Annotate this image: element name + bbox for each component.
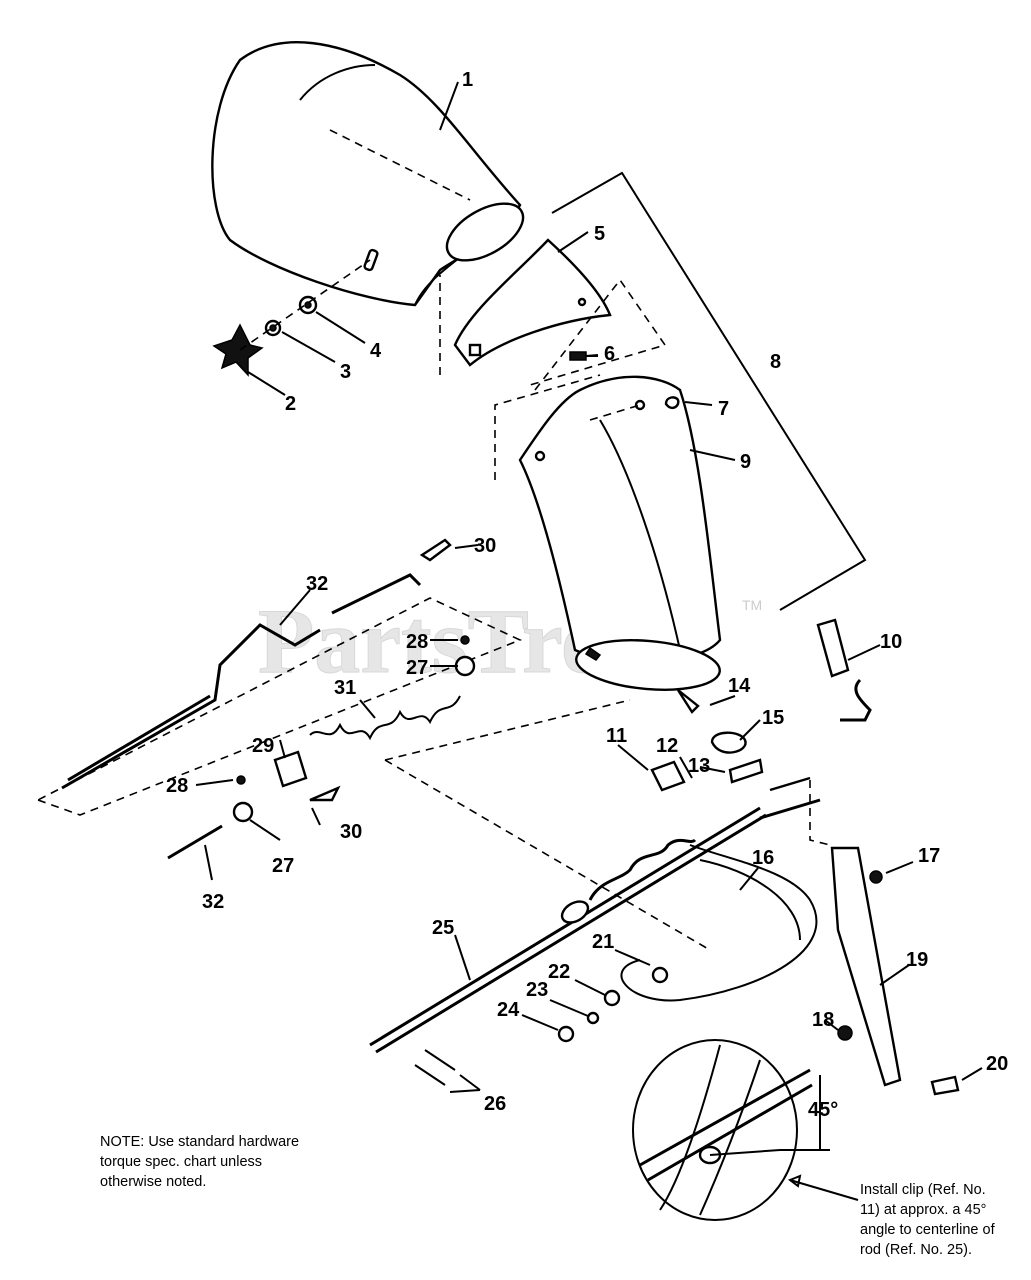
callout-14: 14 [728,675,751,697]
callout-15: 15 [762,707,784,729]
callout-13: 13 [688,755,710,777]
callout-27b: 27 [272,855,294,877]
callout-27a: 27 [406,657,428,679]
callout-7: 7 [718,398,729,420]
callout-24: 24 [497,999,520,1021]
callout-32b: 32 [202,891,224,913]
callout-2: 2 [285,393,296,415]
callout-25: 25 [432,917,454,939]
callout-23: 23 [526,979,548,1001]
callout-32a: 32 [306,573,328,595]
callout-30a: 30 [474,535,496,557]
callout-5: 5 [594,223,605,245]
callout-11: 11 [606,725,627,747]
shaft-assembly [369,618,960,1096]
detail-view: 45° [632,1039,859,1221]
callout-4: 4 [370,340,382,362]
callout-21: 21 [592,931,614,953]
lower-chute [518,375,722,691]
callout-8: 8 [770,351,781,373]
watermark-trademark: TM [742,597,762,613]
upper-chute [211,41,525,307]
callout-17: 17 [918,845,940,867]
callout-31: 31 [334,677,356,699]
callout-3: 3 [340,361,351,383]
callout-30b: 30 [340,821,362,843]
callout-26: 26 [484,1093,506,1115]
callout-22: 22 [548,961,570,983]
hardware-note: NOTE: Use standard hardware torque spec.… [100,1134,300,1190]
callout-29: 29 [252,735,274,757]
callout-20: 20 [986,1053,1008,1075]
assembly-bracket-8 [551,171,867,611]
callout-9: 9 [740,451,751,473]
callout-18: 18 [812,1009,834,1031]
callout-16: 16 [752,847,774,869]
callout-10: 10 [880,631,902,653]
chute-deflector [453,238,612,367]
callout-1: 1 [462,69,473,91]
callout-28b: 28 [166,775,188,797]
callout-12: 12 [656,735,678,757]
angle-label: 45° [808,1099,838,1121]
callouts: 1 2 3 4 5 6 7 8 9 10 11 12 13 14 15 16 1… [166,69,1008,1115]
callout-6: 6 [604,343,615,365]
linkage-left [35,538,523,860]
leader-lines [195,81,983,1093]
clip-install-note: Install clip (Ref. No. 11) at approx. a … [860,1182,995,1258]
callout-28a: 28 [406,631,428,653]
callout-19: 19 [906,949,928,971]
hardware-top [212,259,680,480]
